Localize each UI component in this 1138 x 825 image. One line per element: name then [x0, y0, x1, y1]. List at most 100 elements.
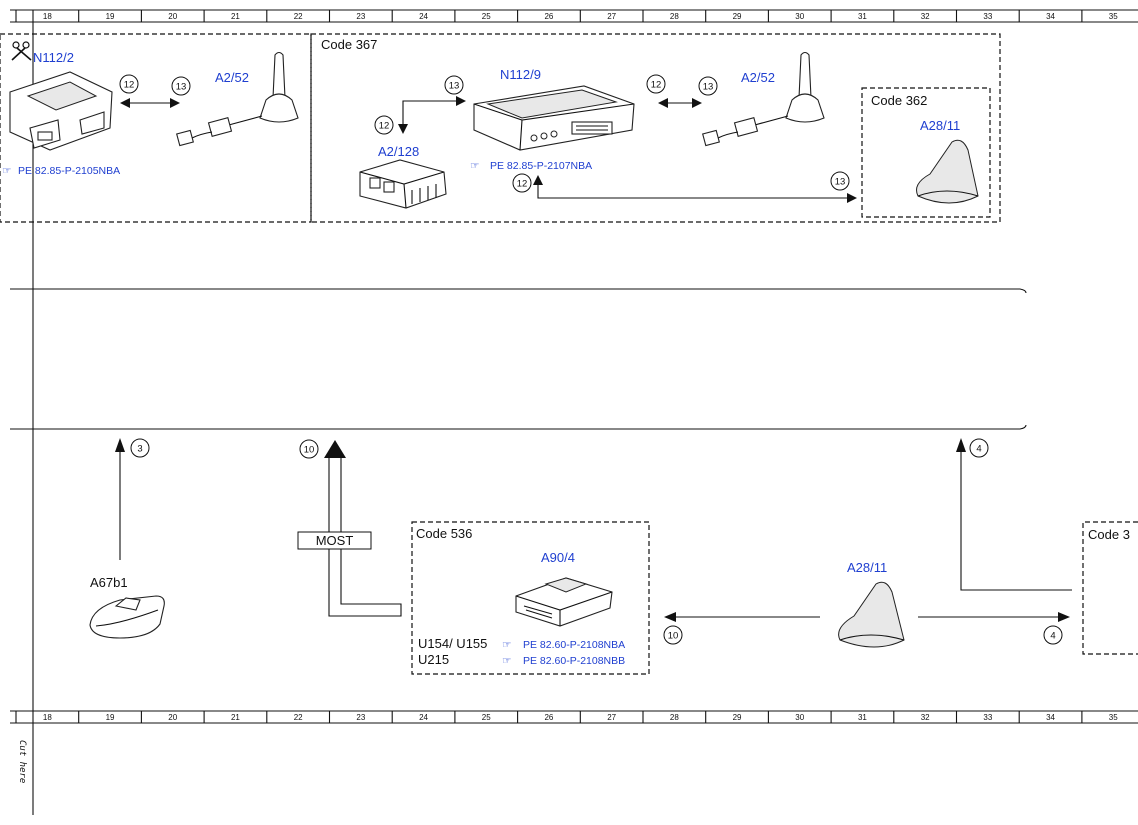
code-367-label: Code 367	[321, 37, 377, 52]
code-right-box	[1082, 521, 1138, 655]
a2-128-label: A2/128	[378, 144, 419, 159]
svg-text:☞: ☞	[470, 160, 479, 172]
code-367-box-right	[310, 33, 1001, 223]
ruler-number: 23	[356, 12, 365, 21]
pointing-hand-icon: ☞	[2, 165, 11, 177]
svg-text:12: 12	[517, 179, 528, 190]
svg-text:10: 10	[668, 631, 679, 642]
arrow-to-right-code	[918, 612, 1070, 622]
n112-2-module	[9, 71, 113, 151]
bus-region-bottom-line	[10, 424, 1027, 430]
ruler-number: 30	[795, 12, 804, 21]
ruler-number: 21	[231, 12, 240, 21]
connector-circle-12c: 12	[646, 74, 666, 94]
ruler-number: 27	[607, 713, 616, 722]
ruler-number: 20	[168, 12, 177, 21]
svg-text:12: 12	[124, 80, 135, 91]
most-label-box	[297, 531, 372, 550]
a28-11-top-label: A28/11	[920, 118, 960, 133]
n112-2-label: N112/2	[33, 50, 74, 65]
most-label: MOST	[316, 533, 354, 548]
ruler-number: 34	[1046, 713, 1055, 722]
ruler-number: 28	[670, 713, 679, 722]
ruler-number: 22	[294, 713, 303, 722]
ruler-number: 29	[733, 12, 742, 21]
svg-text:4: 4	[1050, 631, 1055, 642]
n112-9-reference: PE 82.85-P-2107NBA	[490, 160, 592, 172]
ruler-number: 29	[733, 713, 742, 722]
svg-text:12: 12	[651, 80, 662, 91]
ruler-number: 21	[231, 713, 240, 722]
bidirectional-arrow-left	[120, 98, 180, 108]
ruler-number: 27	[607, 12, 616, 21]
connector-circle-13: 13	[171, 76, 191, 96]
code-362-label: Code 362	[871, 93, 927, 108]
arrow-to-a90-4	[664, 612, 820, 622]
a90-4-reference-b: PE 82.60-P-2108NBB	[523, 655, 625, 667]
code-536-box	[411, 521, 650, 675]
connector-circle-10b: 10	[663, 625, 683, 645]
a90-4-label: A90/4	[541, 550, 575, 565]
variants-line-2: U215	[418, 652, 449, 667]
connector-circle-4b: 4	[1043, 625, 1063, 645]
svg-text:4: 4	[976, 444, 981, 455]
ruler-number: 24	[419, 12, 428, 21]
a28-11-bottom-shark-fin	[838, 581, 905, 648]
connector-circle-12: 12	[119, 74, 139, 94]
a2-52-right-antenna	[702, 51, 825, 147]
ruler-number: 20	[168, 713, 177, 722]
connector-circle-4a: 4	[969, 438, 989, 458]
pointing-hand-icon: ☞	[502, 655, 511, 667]
a67b1-mirror-sensor	[89, 595, 165, 639]
svg-text:10: 10	[304, 445, 315, 456]
code-right-label: Code 3	[1088, 527, 1130, 542]
connector-circle-13c: 13	[698, 76, 718, 96]
ruler-number: 31	[858, 12, 867, 21]
a2-52-right-label: A2/52	[741, 70, 775, 85]
code-536-label: Code 536	[416, 526, 472, 541]
a90-4-reference-a: PE 82.60-P-2108NBA	[523, 639, 625, 651]
a28-11-top-shark-fin	[916, 139, 979, 204]
ruler-number: 19	[106, 12, 115, 21]
connector-circle-13b: 13	[444, 75, 464, 95]
connector-circle-12d: 12	[512, 173, 532, 193]
elbow-arrow-n112-9-to-a28-11	[533, 175, 857, 203]
svg-text:☞: ☞	[502, 655, 511, 667]
arrow-up-to-bus	[956, 438, 1072, 591]
connector-circle-13d: 13	[830, 171, 850, 191]
arrow-up-a67b1	[115, 438, 125, 560]
svg-text:13: 13	[703, 82, 714, 93]
connector-circle-10a: 10	[299, 439, 319, 459]
ruler-number: 26	[544, 12, 553, 21]
svg-text:☞: ☞	[2, 165, 11, 177]
ruler-number: 18	[43, 12, 52, 21]
elbow-arrow-a2-128	[398, 96, 466, 134]
ruler-number: 35	[1109, 713, 1118, 722]
a28-11-bottom-label: A28/11	[847, 560, 887, 575]
ruler-number: 24	[419, 713, 428, 722]
n112-2-reference: PE 82.85-P-2105NBA	[18, 165, 120, 177]
a67b1-label: A67b1	[90, 575, 128, 590]
a2-52-left-label: A2/52	[215, 70, 249, 85]
ruler-number: 35	[1109, 12, 1118, 21]
svg-text:3: 3	[137, 444, 142, 455]
ruler-number: 33	[983, 713, 992, 722]
ruler-number: 22	[294, 12, 303, 21]
pointing-hand-icon: ☞	[502, 639, 511, 651]
ruler-number: 28	[670, 12, 679, 21]
ruler-number: 19	[106, 713, 115, 722]
a2-128-connector	[359, 159, 447, 209]
ruler-number: 31	[858, 713, 867, 722]
ruler-number: 23	[356, 713, 365, 722]
ruler-number: 25	[482, 713, 491, 722]
ruler-number: 34	[1046, 12, 1055, 21]
ruler-number: 30	[795, 713, 804, 722]
bus-region-top-line	[10, 288, 1027, 294]
most-bus-line	[324, 440, 402, 617]
bidirectional-arrow-right	[658, 98, 702, 108]
svg-text:13: 13	[176, 82, 187, 93]
ruler-number: 32	[921, 713, 930, 722]
